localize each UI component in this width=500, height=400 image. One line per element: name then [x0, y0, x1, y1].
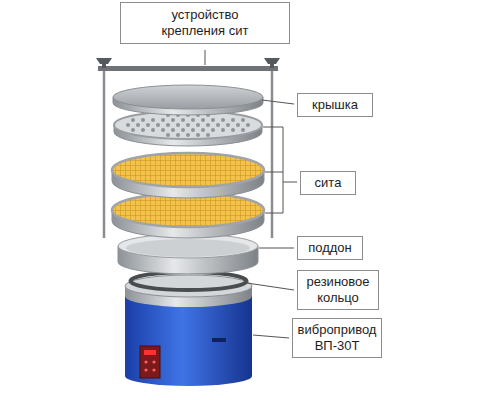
- perforation-hole: [171, 128, 175, 132]
- perforation-hole: [146, 123, 150, 127]
- button: [152, 368, 155, 371]
- perforated-sieve: [114, 111, 262, 146]
- perforation-hole: [221, 128, 225, 132]
- perforation-hole: [151, 118, 155, 122]
- button: [144, 368, 147, 371]
- perforation-hole: [191, 128, 195, 132]
- perforation-hole: [206, 133, 210, 137]
- mesh-sieve: [112, 153, 264, 198]
- perforation-hole: [186, 133, 190, 137]
- pan-label: поддон: [297, 236, 363, 260]
- pan: [118, 234, 258, 274]
- perforation-hole: [166, 133, 170, 137]
- wing-nut: [102, 62, 106, 68]
- perforation-hole: [141, 118, 145, 122]
- perforation-hole: [191, 118, 195, 122]
- perforation-hole: [201, 118, 205, 122]
- drive-label: вибропривод ВП-30Т: [292, 318, 382, 358]
- clamp-device: [96, 58, 280, 238]
- perforation-hole: [141, 128, 145, 132]
- lid-top: [113, 85, 263, 109]
- clamp-bar: [98, 66, 278, 71]
- perforation-hole: [176, 123, 180, 127]
- leader-line: [205, 50, 206, 65]
- perforation-hole: [226, 123, 230, 127]
- part-label: резиновое кольцо: [302, 274, 374, 306]
- perforation-hole: [196, 133, 200, 137]
- fixing-device-label: устройство крепления сит: [120, 2, 290, 44]
- part-label: вибропривод ВП-30Т: [297, 322, 377, 354]
- perforation-hole: [166, 123, 170, 127]
- perforation-hole: [161, 128, 165, 132]
- perforation-hole: [231, 128, 235, 132]
- part-label: сита: [306, 175, 350, 191]
- perforation-hole: [131, 118, 135, 122]
- wing-nut: [270, 62, 274, 68]
- part-label: крышка: [303, 97, 367, 113]
- perforation-hole: [186, 123, 190, 127]
- sieves-label: сита: [300, 171, 356, 195]
- perforation-hole: [241, 118, 245, 122]
- perforation-hole: [236, 123, 240, 127]
- perforation-hole: [206, 123, 210, 127]
- perforation-hole: [211, 118, 215, 122]
- clamp-rod: [103, 70, 106, 238]
- leader-line: [259, 248, 294, 249]
- perforation-hole: [246, 123, 250, 127]
- leader-line: [262, 100, 294, 104]
- leader-line: [247, 283, 294, 290]
- perforation-hole: [126, 123, 130, 127]
- display: [144, 350, 156, 355]
- part-label: устройство крепления сит: [143, 7, 267, 39]
- perforation-hole: [176, 133, 180, 137]
- perforation-hole: [196, 123, 200, 127]
- perforation-hole: [216, 123, 220, 127]
- button: [152, 360, 155, 363]
- perforation-hole: [181, 128, 185, 132]
- perforation-hole: [151, 128, 155, 132]
- bracket: [263, 127, 297, 213]
- rubber-ring: [131, 272, 247, 290]
- mesh-sieve: [112, 193, 264, 238]
- pan-bottom: [126, 239, 250, 257]
- perforation-hole: [136, 123, 140, 127]
- slot: [212, 338, 226, 342]
- perforation-hole: [131, 128, 135, 132]
- perforation-hole: [201, 128, 205, 132]
- lid: [113, 85, 263, 115]
- perforation-hole: [221, 118, 225, 122]
- perforation-hole: [211, 128, 215, 132]
- part-label: поддон: [303, 240, 357, 256]
- leader-lines: [205, 50, 297, 338]
- perforation-hole: [156, 123, 160, 127]
- perforation-hole: [171, 118, 175, 122]
- lid-label: крышка: [297, 93, 373, 117]
- perforation-hole: [181, 118, 185, 122]
- ring-label: резиновое кольцо: [297, 270, 379, 310]
- perforation-hole: [161, 118, 165, 122]
- sieve-mesh: [112, 153, 264, 187]
- perforation-hole: [241, 128, 245, 132]
- perforation-hole: [231, 118, 235, 122]
- leader-line: [253, 335, 289, 338]
- control-panel: [140, 346, 160, 378]
- button: [144, 360, 147, 363]
